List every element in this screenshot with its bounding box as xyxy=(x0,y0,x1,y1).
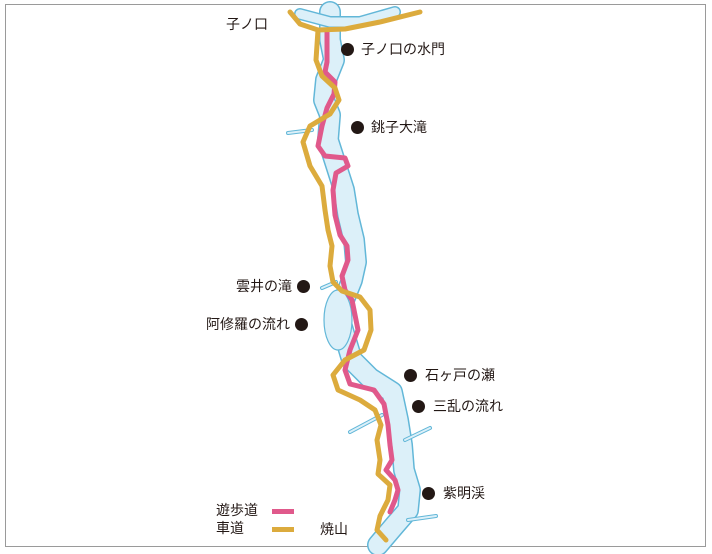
spot-marker-icon xyxy=(351,121,364,134)
spot-label: 三乱の流れ xyxy=(433,399,503,415)
legend-roadway-swatch xyxy=(272,527,294,532)
spot-marker-icon xyxy=(341,43,354,56)
spot-label: 子ノ口の水門 xyxy=(361,42,445,58)
spot-marker-icon xyxy=(295,318,308,331)
spot-marker-icon xyxy=(404,369,417,382)
legend-walkway-swatch xyxy=(272,509,294,514)
place-label-nenokuchi: 子ノ口 xyxy=(226,17,268,33)
place-label-yakiyama: 焼山 xyxy=(320,522,348,538)
legend-walkway-label: 遊歩道 xyxy=(216,503,258,519)
spot-label: 雲井の滝 xyxy=(236,279,292,295)
spot-marker-icon xyxy=(422,487,435,500)
legend-roadway-label: 車道 xyxy=(216,521,244,537)
river xyxy=(286,1,438,554)
spot-label: 銚子大滝 xyxy=(371,120,427,136)
spot-marker-icon xyxy=(297,280,310,293)
map-frame xyxy=(5,4,706,547)
spot-label: 紫明渓 xyxy=(443,486,485,502)
spot-label: 石ヶ戸の瀬 xyxy=(425,368,495,384)
spot-label: 阿修羅の流れ xyxy=(206,317,290,333)
roadway-route xyxy=(287,9,423,543)
spot-marker-icon xyxy=(412,400,425,413)
